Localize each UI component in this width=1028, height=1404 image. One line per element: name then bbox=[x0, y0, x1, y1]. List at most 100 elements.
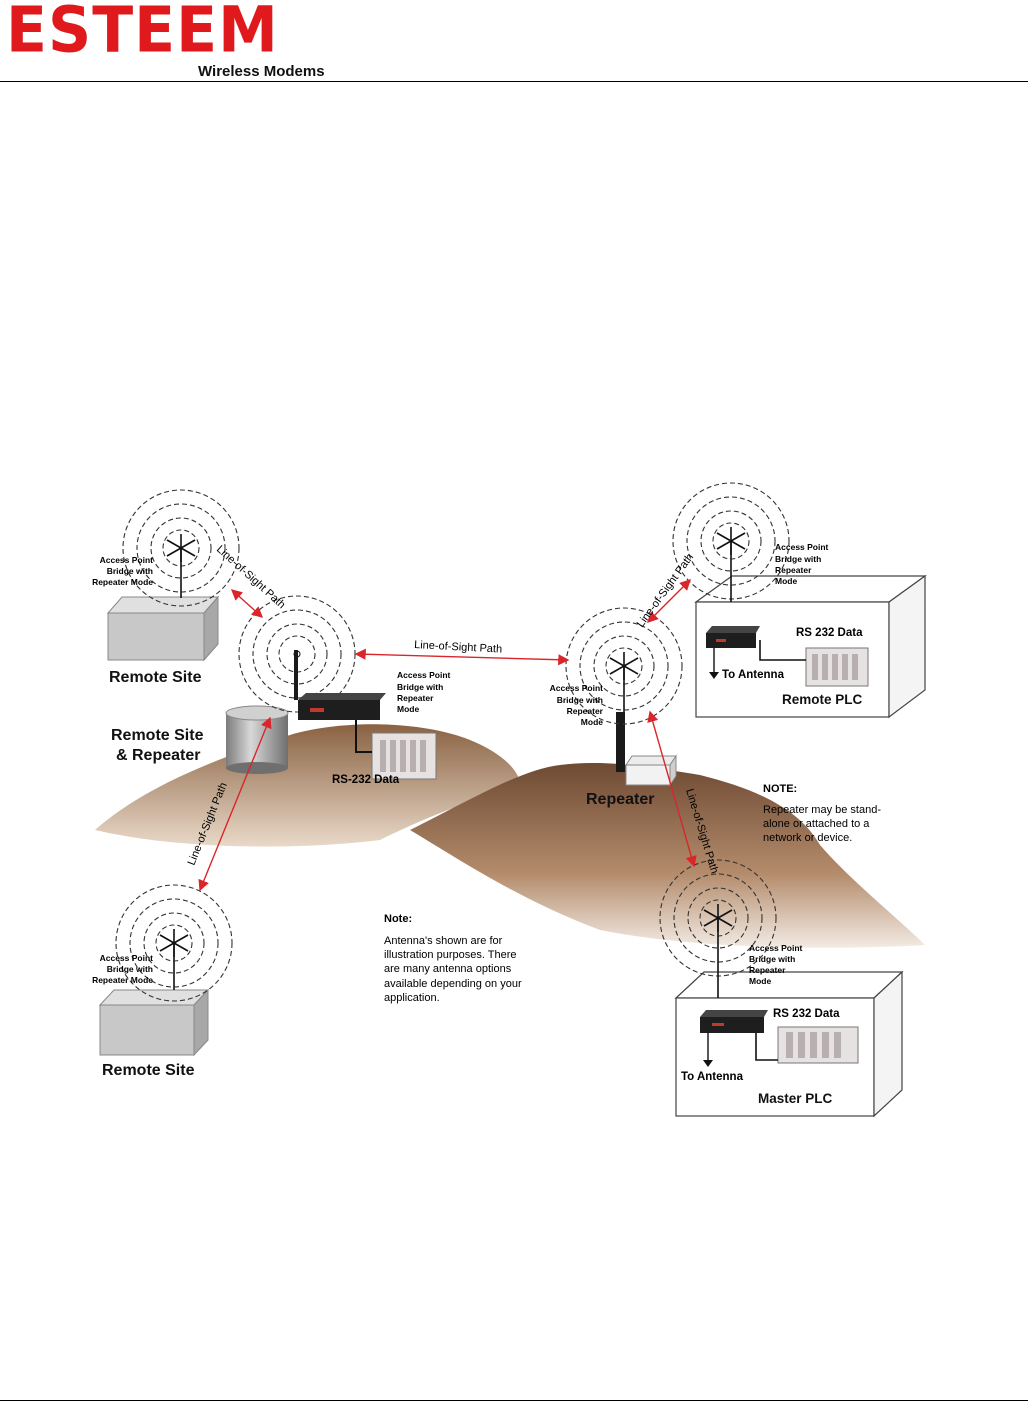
header-divider bbox=[0, 81, 1028, 82]
modem-master-plc bbox=[700, 1010, 768, 1033]
ap-label-line: Bridge with bbox=[557, 695, 603, 705]
note-title: Note: bbox=[384, 913, 412, 925]
ap-label-line: Access Point bbox=[397, 670, 451, 680]
cable-remote bbox=[759, 640, 806, 661]
note-line: available depending on your bbox=[384, 978, 522, 990]
los-arrow-right-vertical bbox=[647, 710, 697, 868]
signal-ring bbox=[150, 517, 212, 579]
antenna-bottom-left bbox=[115, 884, 233, 1002]
note-line: application. bbox=[384, 992, 440, 1004]
signal-ring bbox=[266, 623, 328, 685]
ap-label-line: Mode bbox=[749, 976, 771, 986]
note-line: alone or attached to a bbox=[763, 818, 870, 830]
signal-ring bbox=[115, 884, 233, 1002]
note-antenna: Note: Antenna's shown are for illustrati… bbox=[384, 913, 522, 1004]
note-line: Repeater may be stand- bbox=[763, 804, 881, 816]
ap-label-line: Repeater bbox=[749, 965, 786, 975]
signal-ring bbox=[673, 873, 763, 963]
ap-label-line: Access Point bbox=[749, 943, 803, 953]
los-label-horizontal: Line-of-Sight Path bbox=[414, 639, 503, 656]
rs232-label-master: RS 232 Data bbox=[773, 1008, 840, 1020]
los-arrow-topleft bbox=[230, 589, 264, 618]
ap-label-line: Repeater bbox=[397, 693, 434, 703]
los-arrow-horizontal bbox=[354, 648, 570, 666]
antenna-top-right bbox=[672, 482, 790, 602]
ap-label-line: Mode bbox=[581, 717, 603, 727]
ap-label-center-right: Access Point Bridge with Repeater Mode bbox=[550, 683, 604, 727]
note-title: NOTE: bbox=[763, 783, 797, 795]
ap-label-bottom-right: Access Point Bridge with Repeater Mode bbox=[749, 943, 803, 986]
modem-center bbox=[294, 650, 386, 720]
site-label-remote-top: Remote Site bbox=[109, 669, 202, 686]
arrow-down-icon bbox=[703, 1060, 713, 1067]
los-label-topright: Line-of-Sight Path bbox=[635, 551, 696, 629]
site-label-repeater: Repeater bbox=[586, 791, 654, 808]
ap-label-line: Repeater Mode bbox=[92, 975, 153, 985]
footer-divider bbox=[0, 1400, 1028, 1401]
ap-label-line: Repeater Mode bbox=[92, 577, 153, 587]
ap-label-line: Bridge with bbox=[107, 566, 153, 576]
signal-ring bbox=[143, 912, 205, 974]
antenna-center-right bbox=[565, 607, 683, 725]
signal-ring bbox=[593, 635, 655, 697]
ap-label-line: Repeater bbox=[567, 706, 604, 716]
ap-label-line: Bridge with bbox=[775, 554, 821, 564]
remote-site-top-box bbox=[106, 595, 220, 662]
right-hill bbox=[410, 763, 925, 948]
signal-ring bbox=[579, 621, 669, 711]
antenna-bottom-right bbox=[659, 859, 777, 998]
modem-remote-plc bbox=[706, 626, 760, 648]
note-line: Antenna's shown are for bbox=[384, 935, 503, 947]
los-label-topleft: Line-of-Sight Path bbox=[214, 543, 287, 611]
note-line: illustration purposes. There bbox=[384, 949, 516, 961]
arrow-down-icon bbox=[709, 672, 719, 679]
note-line: are many antenna options bbox=[384, 963, 512, 975]
ap-label-bottom-left: Access Point Bridge with Repeater Mode bbox=[92, 953, 153, 985]
ap-label-line: Mode bbox=[397, 704, 419, 714]
los-arrow-left-vertical bbox=[198, 716, 272, 892]
plc-rack-master bbox=[777, 1026, 859, 1064]
site-label-remote-repeater-1: Remote Site bbox=[111, 727, 204, 744]
ap-label-top-right: Access Point Bridge with Repeater Mode bbox=[775, 542, 829, 586]
antenna-group bbox=[115, 482, 790, 1002]
antenna-top-left bbox=[122, 489, 240, 607]
page-header: ESTEEM Wireless Modems bbox=[0, 0, 1028, 84]
rs232-label-remote: RS 232 Data bbox=[796, 627, 863, 639]
los-arrow-topright bbox=[647, 579, 691, 623]
signal-ring bbox=[700, 510, 762, 572]
ap-label-line: Bridge with bbox=[397, 682, 443, 692]
ap-label-line: Bridge with bbox=[107, 964, 153, 974]
plc-rack-center bbox=[371, 732, 437, 780]
note-repeater: NOTE: Repeater may be stand- alone or at… bbox=[763, 783, 881, 844]
signal-ring bbox=[565, 607, 683, 725]
ap-label-line: Repeater bbox=[775, 565, 812, 575]
site-label-remote-repeater-2: & Repeater bbox=[116, 747, 200, 764]
to-antenna-label-remote: To Antenna bbox=[722, 669, 785, 681]
ap-label-top-left: Access Point Bridge with Repeater Mode bbox=[92, 555, 153, 587]
ap-label-line: Access Point bbox=[100, 555, 154, 565]
remote-site-bottom-box bbox=[98, 988, 210, 1057]
site-label-remote-plc: Remote PLC bbox=[782, 692, 863, 707]
ap-label-line: Bridge with bbox=[749, 954, 795, 964]
signal-ring bbox=[136, 503, 226, 593]
signal-ring bbox=[252, 609, 342, 699]
ap-label-line: Access Point bbox=[100, 953, 154, 963]
site-label-remote-bottom: Remote Site bbox=[102, 1062, 195, 1079]
signal-ring bbox=[687, 887, 749, 949]
ap-label-center-left: Access Point Bridge with Repeater Mode bbox=[397, 670, 451, 714]
water-tank bbox=[225, 705, 289, 774]
cable-center bbox=[355, 720, 372, 753]
signal-ring bbox=[122, 489, 240, 607]
note-line: network or device. bbox=[763, 832, 852, 844]
ap-label-line: Access Point bbox=[550, 683, 604, 693]
signal-ring bbox=[129, 898, 219, 988]
cable-master bbox=[755, 1033, 778, 1061]
plc-rack-remote bbox=[805, 647, 869, 687]
rs232-label-center: RS-232 Data bbox=[332, 774, 400, 786]
ap-label-line: Mode bbox=[775, 576, 797, 586]
signal-ring bbox=[686, 496, 776, 586]
to-antenna-label-master: To Antenna bbox=[681, 1071, 744, 1083]
esteem-logo: ESTEEM bbox=[6, 0, 279, 68]
ap-label-line: Access Point bbox=[775, 542, 829, 552]
